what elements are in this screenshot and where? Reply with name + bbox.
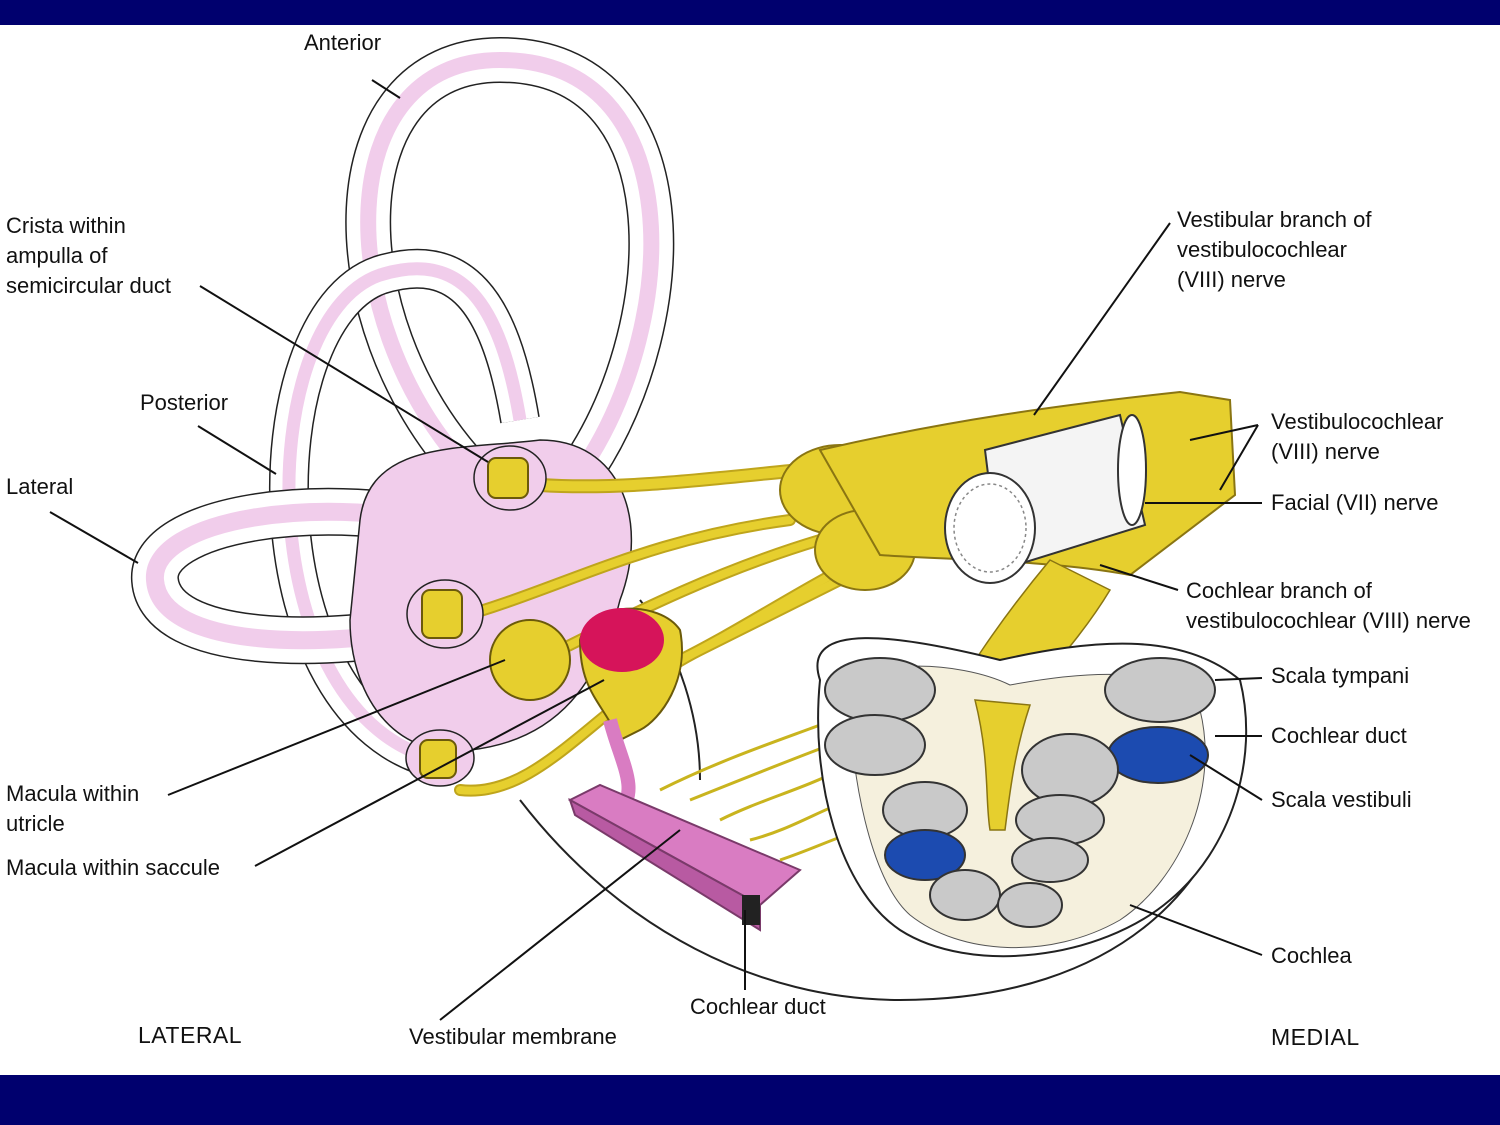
label-crista-line-2: ampulla of: [6, 243, 108, 268]
label-crista-line-3: semicircular duct: [6, 273, 172, 298]
label-medial-direction: MEDIAL: [1271, 1024, 1360, 1050]
label-facial-nerve: Facial (VII) nerve: [1271, 490, 1439, 515]
label-cochlear-duct-bottom: Cochlear duct: [690, 994, 826, 1019]
ampullae: [405, 445, 547, 787]
saccule: [578, 607, 683, 742]
top-frame-band: [0, 0, 1500, 25]
cochlear-turns: [824, 657, 1216, 928]
label-lateral-direction: LATERAL: [138, 1022, 243, 1048]
label-macula-saccule: Macula within saccule: [6, 855, 220, 880]
label-vestibular-membrane: Vestibular membrane: [409, 1024, 617, 1049]
leader-lines: [49, 79, 1263, 1021]
label-macula-utricle-line-2: utricle: [6, 811, 65, 836]
label-vestibulocochlear-line-1: Vestibulocochlear: [1271, 409, 1444, 434]
label-scala-vestibuli: Scala vestibuli: [1271, 787, 1412, 812]
lateral-canal: [131, 487, 494, 665]
posterior-canal: [269, 248, 540, 780]
bottom-frame-band: [0, 1075, 1500, 1125]
label-macula-utricle-line-1: Macula within: [6, 781, 140, 806]
label-anterior: Anterior: [304, 30, 382, 55]
cochlear-duct-bar: [567, 783, 802, 932]
facial-nerve: [944, 413, 1147, 584]
label-lateral-canal: Lateral: [6, 474, 74, 499]
label-vestibular-branch-line-2: vestibulocochlear: [1177, 237, 1347, 262]
label-cochlear-duct-right: Cochlear duct: [1271, 723, 1407, 748]
anterior-canal: [345, 36, 675, 493]
label-cochlear-branch-line-1: Cochlear branch of: [1186, 578, 1372, 603]
label-vestibular-branch-line-1: Vestibular branch of: [1177, 207, 1372, 232]
label-crista-line-1: Crista within: [6, 213, 126, 238]
label-posterior: Posterior: [140, 390, 229, 415]
utricle-macula: [489, 619, 571, 701]
label-vestibulocochlear-line-2: (VIII) nerve: [1271, 439, 1380, 464]
label-cochlear-branch-line-2: vestibulocochlear (VIII) nerve: [1186, 608, 1471, 633]
inner-ear-diagram: Anterior Crista within ampulla of semici…: [0, 25, 1500, 1075]
label-scala-tympani: Scala tympani: [1271, 663, 1410, 688]
diagram-artwork: [49, 36, 1263, 1021]
label-vestibular-branch-line-3: (VIII) nerve: [1177, 267, 1286, 292]
label-cochlea: Cochlea: [1271, 943, 1352, 968]
